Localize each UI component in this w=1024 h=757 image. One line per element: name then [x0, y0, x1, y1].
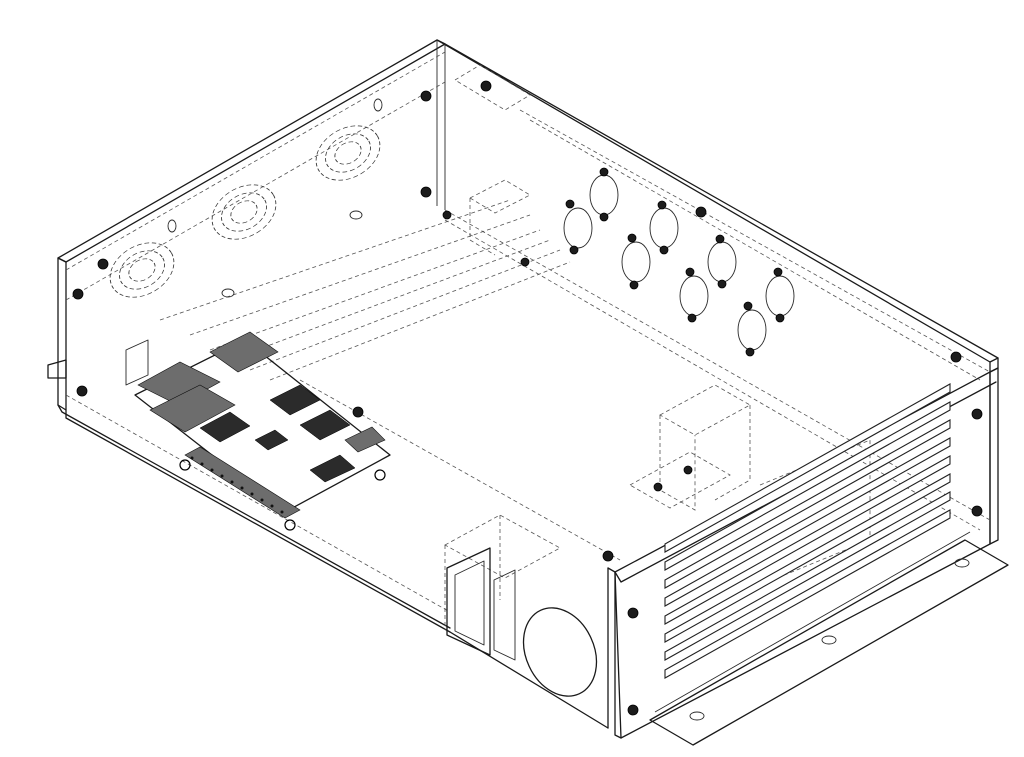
hex-nut-icon	[420, 186, 432, 198]
hex-nut-icon	[352, 406, 364, 418]
hex-nut-icon	[565, 199, 575, 209]
hex-nut-icon	[520, 257, 530, 267]
hex-nut-icon	[715, 234, 725, 244]
fan-grille-icon	[109, 242, 175, 298]
flange-hole-left	[689, 711, 705, 721]
io-cutout	[125, 339, 149, 386]
hex-nut-icon	[745, 347, 755, 357]
port-cutout	[737, 309, 767, 351]
hex-nut-icon	[374, 469, 386, 481]
power-inlet	[446, 547, 598, 697]
hex-nut-icon	[695, 206, 707, 218]
fan-cutouts	[109, 98, 383, 298]
hex-nut-icon	[717, 279, 727, 289]
hex-nut-icon	[971, 408, 983, 420]
hex-nut-icon	[442, 210, 452, 220]
fan-grille-icon	[315, 125, 381, 181]
flange-hole-mid	[821, 635, 837, 645]
round-connector-cutout	[522, 607, 598, 697]
iec-inlet	[446, 547, 491, 656]
wall-hole	[167, 219, 177, 233]
mounting-flange	[649, 539, 1009, 746]
circuit-board-icon	[125, 331, 391, 519]
back-wall	[436, 39, 999, 363]
port-cutout	[563, 207, 593, 249]
left-tab	[47, 359, 67, 379]
port-cutout	[679, 275, 709, 317]
port-cutout	[621, 241, 651, 283]
hex-nut-icon	[687, 313, 697, 323]
port-cutout	[589, 174, 619, 216]
hex-nut-icon	[420, 90, 432, 102]
hex-nut-icon	[627, 607, 639, 619]
hex-nut-icon	[97, 258, 109, 270]
hex-nut-icon	[480, 80, 492, 92]
hex-nut-icon	[657, 200, 667, 210]
left-wall-face	[57, 257, 67, 411]
wall-hole	[221, 288, 235, 298]
hex-nut-icon	[602, 550, 614, 562]
flange-bend	[654, 531, 971, 713]
hex-nut-icon	[659, 245, 669, 255]
hex-nut-icon	[179, 459, 191, 471]
hex-nut-icon	[685, 267, 695, 277]
hex-nut-icon	[773, 267, 783, 277]
hex-nut-icon	[599, 212, 609, 222]
hex-nut-icon	[72, 288, 84, 300]
hex-nut-icon	[627, 233, 637, 243]
fasteners	[72, 80, 983, 716]
port-cutout	[649, 207, 679, 249]
interior-hidden-lines	[65, 51, 991, 630]
hex-nut-icon	[950, 351, 962, 363]
wall-hole	[349, 210, 363, 220]
front-bottom-edge	[57, 404, 451, 629]
hex-nut-icon	[627, 704, 639, 716]
port-cutout	[707, 241, 737, 283]
hex-nut-icon	[653, 482, 663, 492]
left-wall-bottom	[65, 409, 451, 633]
hex-nut-icon	[775, 313, 785, 323]
right-end-wall	[989, 367, 999, 545]
floor-front	[449, 631, 609, 729]
hex-nut-icon	[284, 519, 296, 531]
flange-hole-right	[954, 558, 970, 568]
hex-nut-icon	[743, 301, 753, 311]
gpio-pins	[190, 456, 284, 514]
front-corner-edge	[614, 571, 622, 739]
back-wall-ports	[563, 174, 795, 351]
wall-hole	[373, 98, 383, 112]
fan-grille-icon	[211, 184, 277, 240]
hex-nut-icon	[629, 280, 639, 290]
port-cutout	[765, 275, 795, 317]
hex-nut-icon	[569, 245, 579, 255]
vent-slots	[664, 383, 951, 679]
hex-nut-icon	[683, 465, 693, 475]
left-wall	[57, 39, 446, 263]
hex-nut-icon	[76, 385, 88, 397]
hex-nut-icon	[599, 167, 609, 177]
hex-nut-icon	[971, 505, 983, 517]
